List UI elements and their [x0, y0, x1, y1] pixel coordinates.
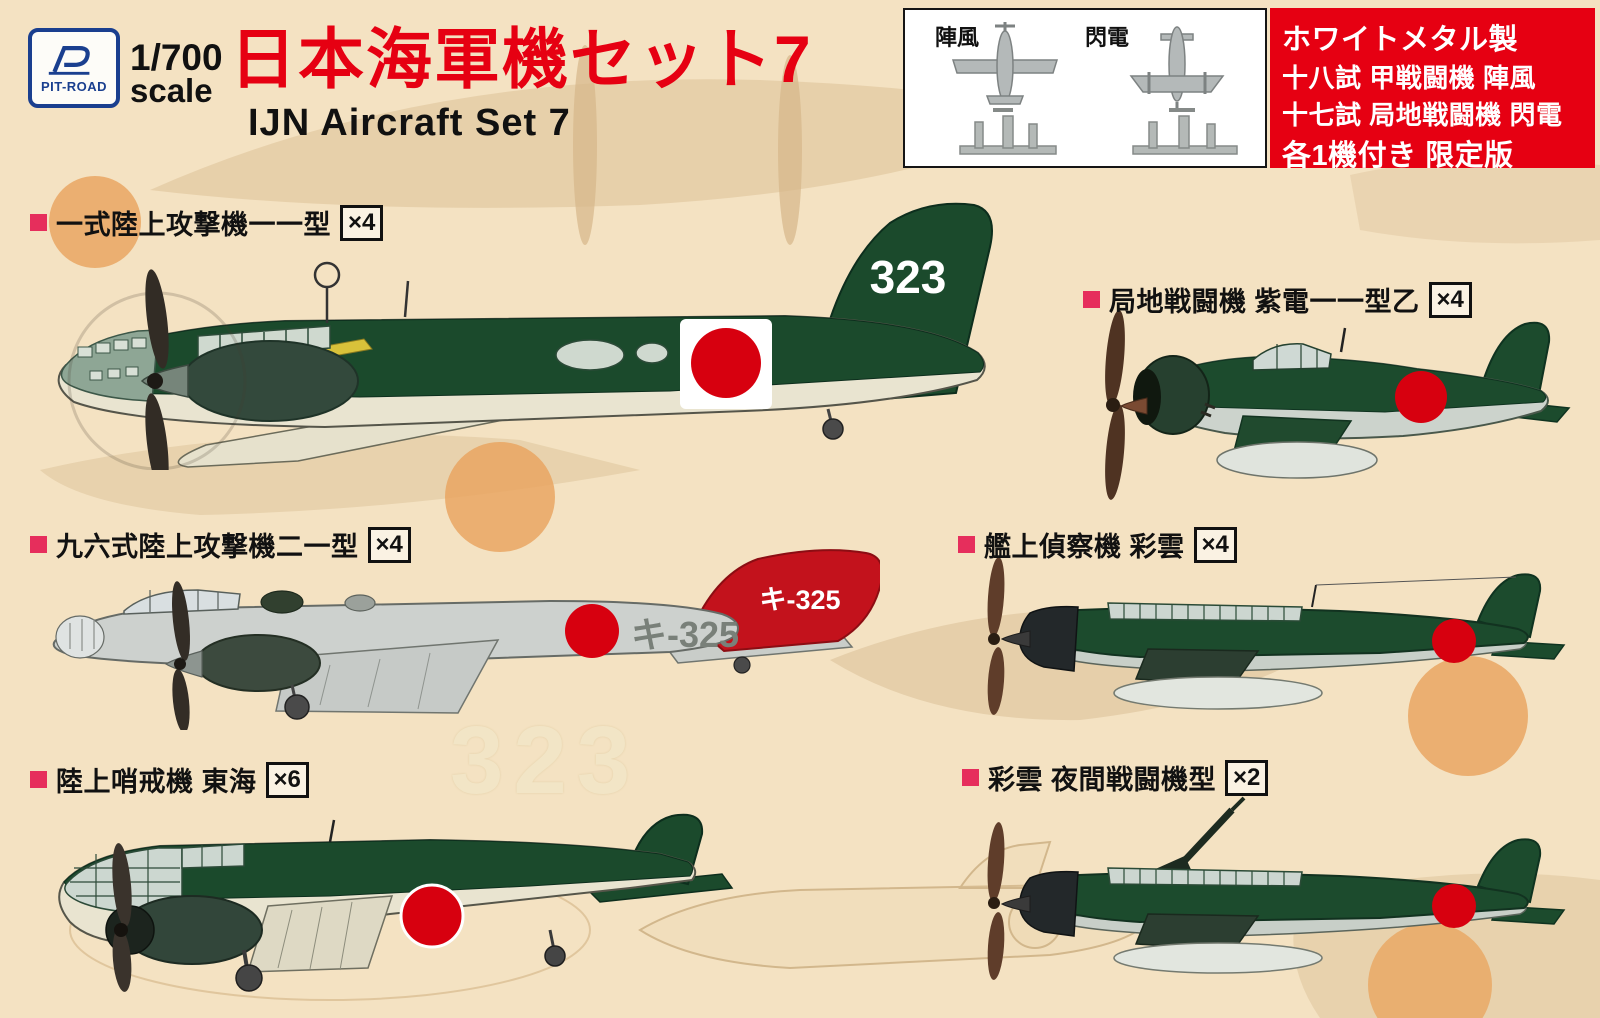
tail-wheel [544, 945, 566, 967]
brand-name: PIT-ROAD [40, 78, 108, 94]
main-wheel [284, 694, 310, 720]
loop-antenna [313, 261, 341, 289]
count-badge: ×6 [265, 761, 309, 798]
cockpit-canopy [1252, 343, 1332, 371]
promo-line-2: 十八試 甲戦闘機 陣風 [1282, 63, 1536, 93]
background-silhouette [150, 79, 1060, 208]
section-bullet [30, 536, 47, 553]
tail-wheel [822, 418, 844, 440]
count-badge: ×2 [1225, 759, 1269, 796]
metal-aircraft-jinpu [951, 22, 1059, 105]
nell-fuselage-code: キ-325 [631, 614, 739, 655]
section-bullet [958, 536, 975, 553]
propeller-blade [112, 843, 132, 927]
engine-cowling [1018, 605, 1079, 672]
background-watermark: 323 [450, 707, 641, 814]
metal-item-2-label: 閃電 [1085, 25, 1130, 50]
section-label-g4m: 一式陸上攻撃機一一型 ×4 [30, 203, 384, 242]
propeller-blade [987, 822, 1005, 902]
main-wheel [235, 964, 263, 992]
section-bullet [30, 214, 47, 231]
count-badge: ×4 [1428, 281, 1472, 318]
red-tail-fin [692, 549, 880, 653]
product-title-en: IJN Aircraft Set 7 [248, 102, 571, 144]
limited-edition-banner: ホワイトメタル製 十八試 甲戦闘機 陣風 十七試 局地戦闘機 閃電 各1機付き … [1270, 8, 1595, 172]
hinomaru-roundel [1432, 884, 1476, 928]
aircraft-name: 彩雲 夜間戦闘機型 [988, 765, 1217, 795]
count-badge: ×4 [1193, 526, 1237, 563]
propeller-blade [987, 647, 1005, 715]
drop-tank [1113, 942, 1323, 974]
white-metal-photo-box: 陣風 閃電 [903, 8, 1267, 168]
section-bullet [30, 771, 47, 788]
drop-tank [1216, 441, 1378, 479]
propeller-blade [1105, 404, 1125, 500]
scale-indicator: 1/700 scale [130, 37, 223, 110]
aircraft-shiden-illustration [1105, 310, 1571, 500]
aircraft-name: 艦上偵察機 彩雲 [984, 532, 1185, 562]
drop-tank [1113, 676, 1323, 710]
aircraft-name: 九六式陸上攻撃機二一型 [56, 532, 359, 562]
aircraft-name: 局地戦闘機 紫電一一型乙 [1109, 287, 1420, 317]
faded-roundel [445, 442, 555, 552]
pitroad-logo-mark [48, 45, 90, 75]
scale-value: 1/700 [130, 37, 223, 78]
aircraft-saiun-illustration [987, 557, 1566, 715]
section-bullet [962, 769, 979, 786]
section-label-tokai: 陸上哨戒機 東海 ×6 [30, 760, 309, 799]
count-badge: ×4 [367, 526, 411, 563]
hinomaru-roundel [565, 604, 619, 658]
cockpit-canopy [1107, 602, 1303, 622]
metal-item-1-label: 陣風 [935, 25, 980, 50]
promo-line-4: 各1機付き 限定版 [1282, 140, 1514, 172]
propeller-blade [1105, 310, 1125, 406]
promo-line-1: ホワイトメタル製 [1282, 24, 1519, 56]
aircraft-g4m-betty-illustration: 323 [57, 202, 993, 470]
hinomaru-roundel [1395, 371, 1447, 423]
metal-sprue-parts [959, 108, 1238, 155]
nell-tail-code: キ-325 [759, 585, 840, 615]
betty-tail-code: 323 [870, 251, 947, 303]
aircraft-name: 一式陸上攻撃機一一型 [56, 210, 331, 240]
section-label-saiun-nf: 彩雲 夜間戦闘機型 ×2 [962, 758, 1269, 797]
hinomaru-roundel [691, 328, 761, 398]
promo-line-3: 十七試 局地戦闘機 閃電 [1282, 100, 1563, 130]
faded-roundel [49, 176, 141, 268]
aircraft-saiun-nightfighter-illustration [987, 796, 1566, 980]
propeller-blade [172, 581, 190, 661]
section-label-g3m: 九六式陸上攻撃機二一型 ×4 [30, 525, 411, 564]
section-bullet [1083, 291, 1100, 308]
faded-roundel [1368, 923, 1492, 1018]
section-label-saiun: 艦上偵察機 彩雲 ×4 [958, 525, 1237, 564]
cockpit-canopy [1107, 867, 1303, 887]
tail-wheel [733, 656, 751, 674]
aircraft-tokai-illustration [58, 813, 734, 992]
section-label-shiden: 局地戦闘機 紫電一一型乙 ×4 [1083, 280, 1472, 319]
engine-cowling [1018, 870, 1079, 937]
pitroad-logo: PIT-ROAD [28, 28, 120, 108]
engine-nacelle [195, 634, 321, 692]
propeller-blade [987, 557, 1005, 637]
dorsal-turret [260, 590, 304, 614]
aircraft-g3m-nell-illustration: キ-325 キ-325 [52, 549, 880, 730]
scale-word: scale [130, 72, 213, 110]
count-badge: ×4 [340, 204, 384, 241]
propeller-blade [987, 912, 1005, 980]
product-title-jp: 日本海軍機セット7 [230, 22, 813, 96]
metal-aircraft-senden [1129, 26, 1225, 112]
propeller-blade [112, 928, 132, 992]
propeller-blade [145, 269, 169, 369]
propeller-blade [172, 669, 190, 730]
cockpit-canopy [181, 843, 245, 869]
white-metal-parts-photo [951, 22, 1238, 155]
faded-roundel [1408, 656, 1528, 776]
propeller-blade [145, 393, 169, 470]
hinomaru-roundel [399, 883, 465, 949]
nose-windows [77, 337, 147, 381]
engine-nacelle [181, 340, 359, 422]
aircraft-name: 陸上哨戒機 東海 [56, 767, 257, 797]
hinomaru-roundel [1432, 619, 1476, 663]
